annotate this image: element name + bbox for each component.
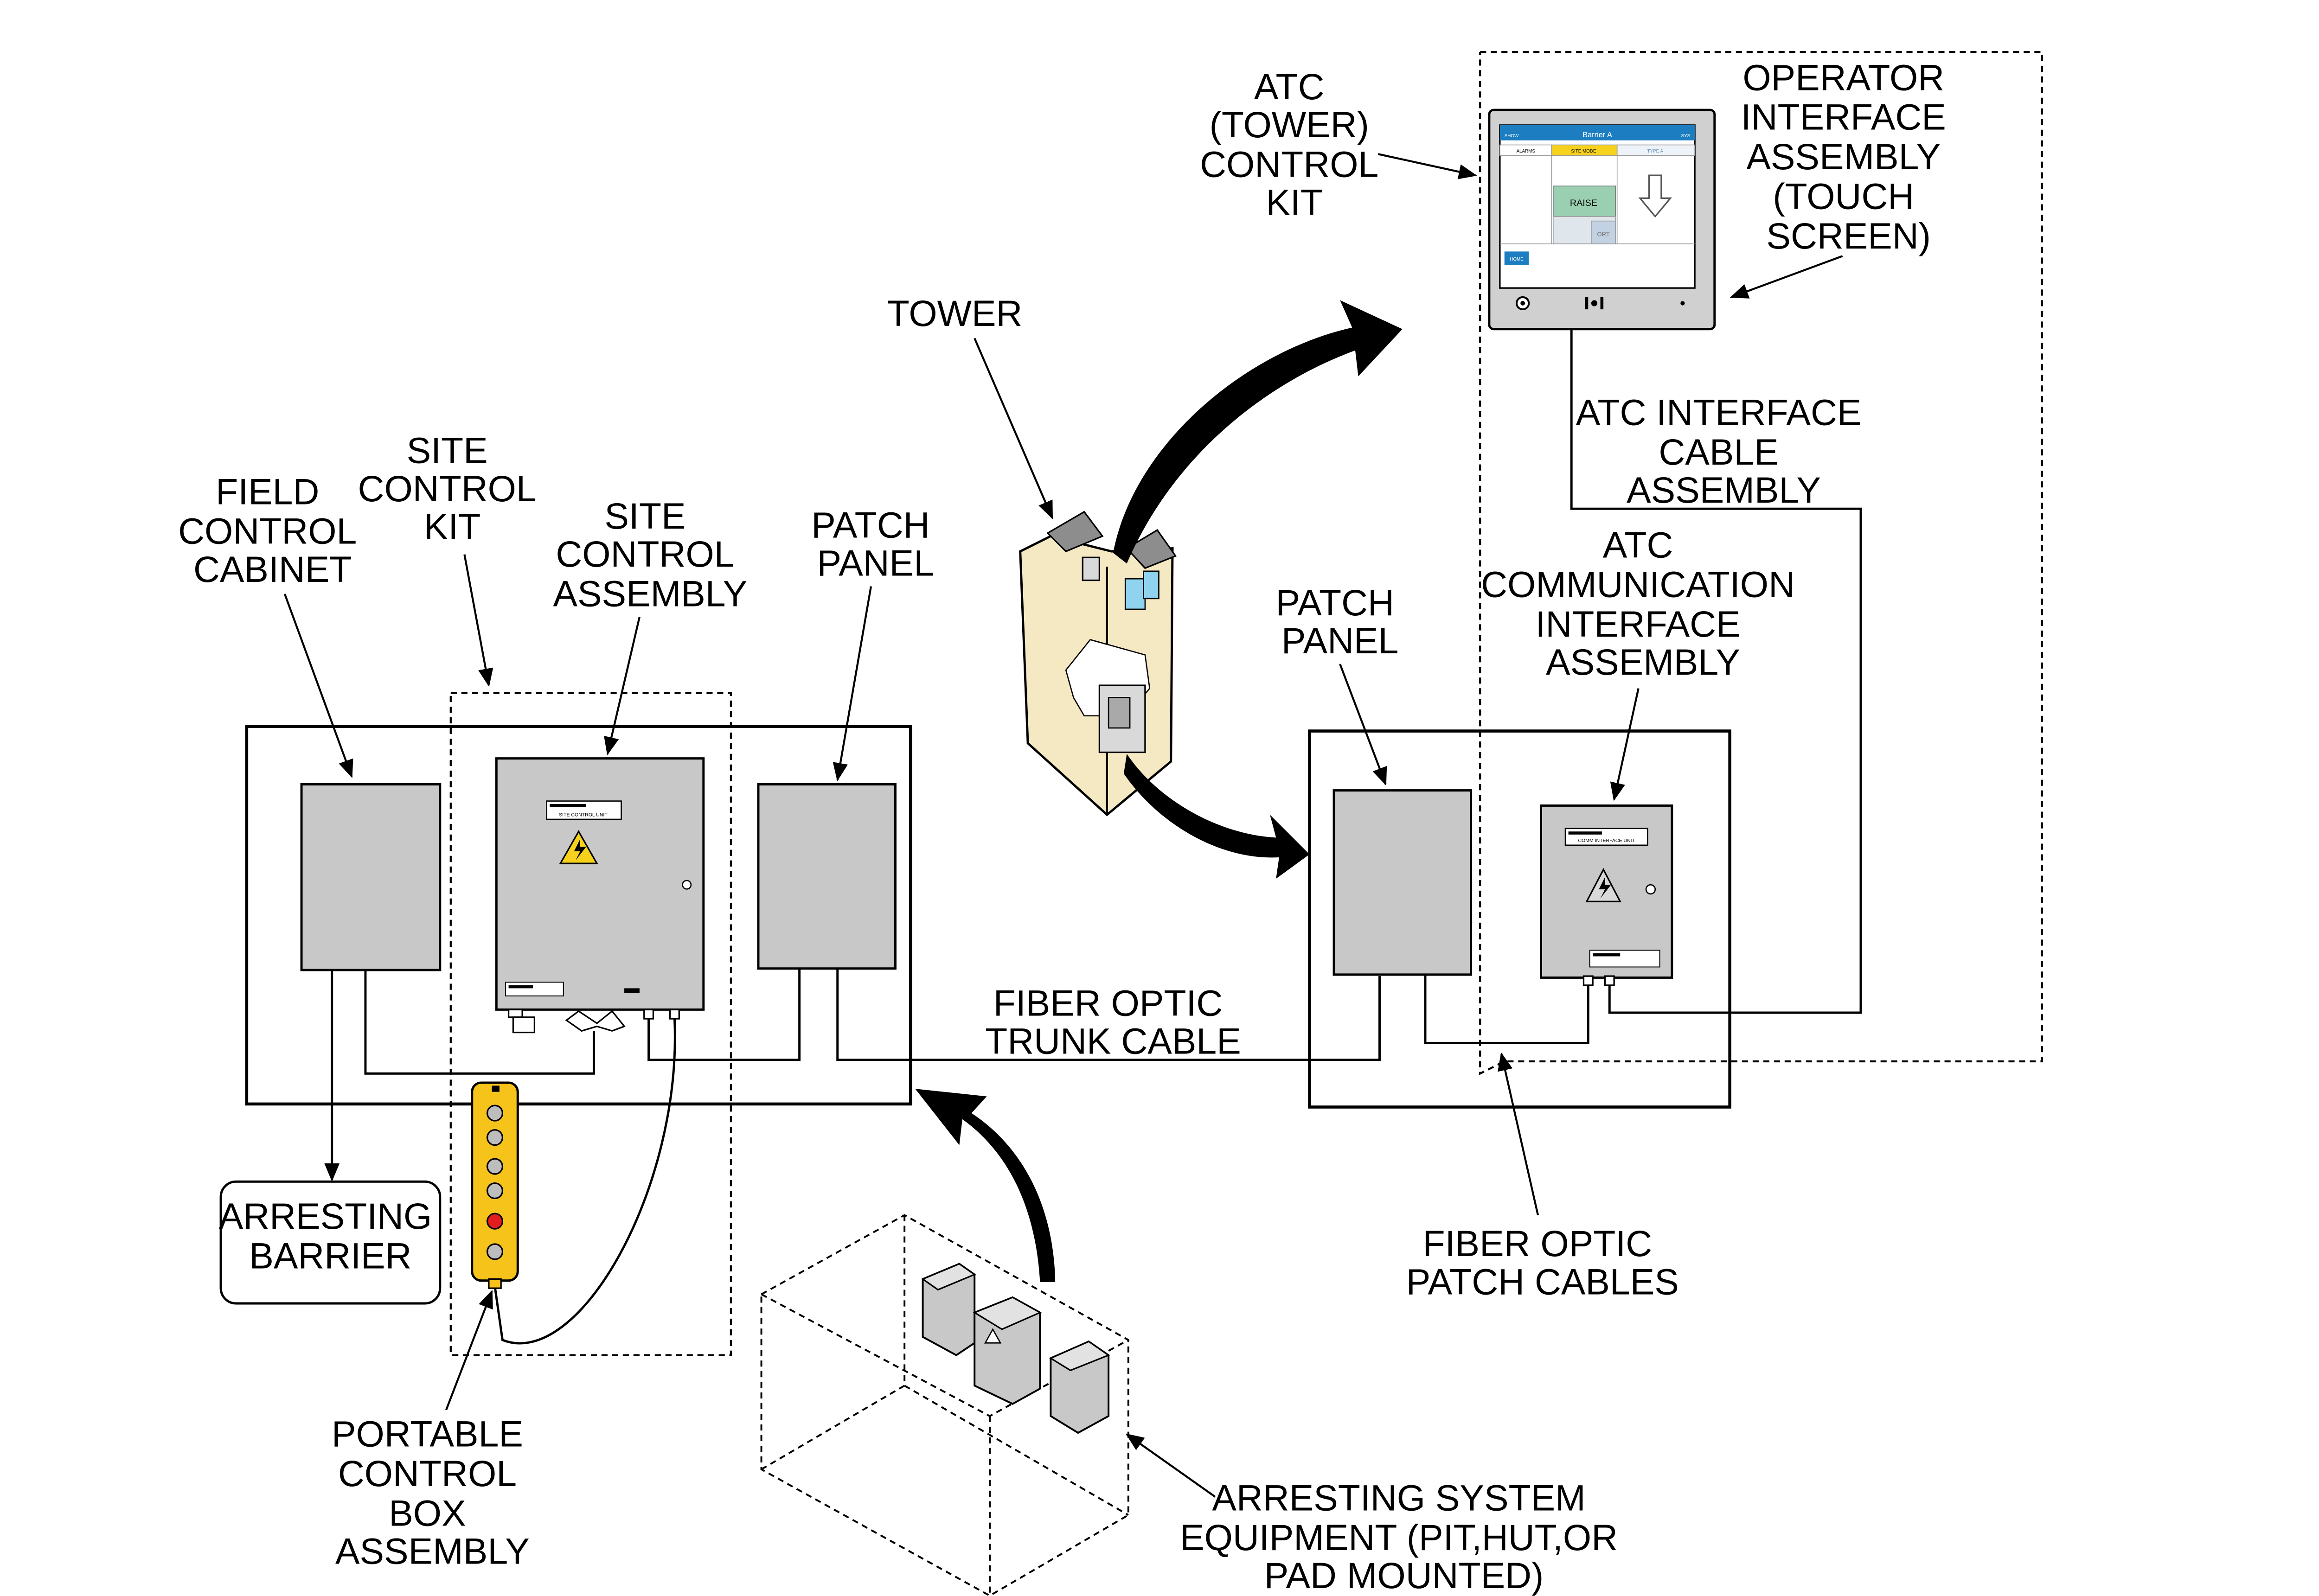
label-portable-control-box-assembly: PORTABLE CONTROL BOX ASSEMBLY xyxy=(332,1414,533,1572)
home-button xyxy=(1504,251,1529,265)
leader-patch-panel-right xyxy=(1339,664,1387,786)
label-operator-interface-assembly: OPERATOR INTERFACE ASSEMBLY (TOUCH SCREE… xyxy=(1741,57,1956,256)
pendant-cable xyxy=(493,1018,676,1345)
pit-to-site-arrow xyxy=(915,1089,1056,1283)
screen-header-right: SYS xyxy=(1681,134,1691,139)
label-fiber-optic-patch-cables: FIBER OPTIC PATCH CABLES xyxy=(1406,1223,1679,1302)
label-arresting-system-equipment: ARRESTING SYSTEM EQUIPMENT (PIT,HUT,OR P… xyxy=(1180,1478,1628,1596)
lightning-bolt-icon xyxy=(574,839,587,861)
tower-to-patch-panel-arrow xyxy=(1123,753,1310,879)
tower-enclosure xyxy=(1308,729,1731,1109)
arresting-barrier-box xyxy=(219,1180,442,1305)
patch-panel-left xyxy=(757,783,897,970)
svg-text:HOME: HOME xyxy=(1510,257,1524,262)
svg-text:ALARMS: ALARMS xyxy=(1516,149,1535,154)
site-wiring-2 xyxy=(647,968,801,1061)
site-control-assembly: SITE CONTROL UNIT xyxy=(495,757,705,1034)
comm-label-plate xyxy=(1589,950,1660,968)
leader-portable-control-box xyxy=(445,1290,493,1411)
fiber-optic-trunk-cable xyxy=(836,968,1381,1061)
leader-atc-control-kit xyxy=(1377,153,1477,179)
label-patch-panel-left: PATCH PANEL xyxy=(811,505,940,584)
label-patch-panel-right: PATCH PANEL xyxy=(1276,582,1404,661)
field-control-cabinet xyxy=(300,783,442,971)
down-arrow-icon xyxy=(1638,174,1672,218)
screen-header-left: SHOW xyxy=(1505,134,1519,139)
pendant-button-4 xyxy=(486,1182,504,1200)
pit-equipment xyxy=(921,1263,1110,1434)
comm-interface-nameplate xyxy=(1564,828,1648,846)
raise-button xyxy=(1552,185,1616,217)
label-site-control-assembly: SITE CONTROL ASSEMBLY xyxy=(553,496,747,614)
comm-lightning-icon xyxy=(1599,877,1611,899)
tower-screen-icon xyxy=(1082,556,1101,581)
site-enclosure xyxy=(245,725,912,1106)
stop-button-icon xyxy=(486,1213,504,1230)
label-arresting-barrier: ARRESTING BARRIER xyxy=(219,1196,442,1276)
sensor-icon xyxy=(1585,297,1604,310)
label-site-control-kit: SITE CONTROL KIT xyxy=(358,430,547,547)
leader-site-control-kit xyxy=(463,554,493,687)
ort-button xyxy=(1591,220,1616,244)
leader-site-control-assembly xyxy=(604,616,641,755)
label-tower: TOWER xyxy=(887,293,1023,334)
leader-fiber-optic-patch-cables xyxy=(1498,1052,1539,1216)
operator-interface-touchscreen: Barrier A SHOW SYS ALARMS SITE MODE TYPE… xyxy=(1488,109,1716,331)
label-fiber-optic-trunk-cable: FIBER OPTIC TRUNK CABLE xyxy=(985,983,1241,1061)
label-atc-interface-cable-assembly: ATC INTERFACE CABLE ASSEMBLY xyxy=(1576,392,1872,511)
leader-field-control-cabinet xyxy=(283,594,353,779)
indicator-led xyxy=(1680,301,1685,306)
pendant-button-1 xyxy=(486,1104,504,1122)
site-control-nameplate-text: SITE CONTROL UNIT xyxy=(559,812,608,817)
tower-to-screen-arrow xyxy=(1113,300,1403,564)
leader-patch-panel-left xyxy=(833,586,872,781)
screen-title-bar xyxy=(1499,125,1695,140)
label-atc-tower-control-kit: ATC (TOWER) CONTROL KIT xyxy=(1200,66,1389,223)
svg-text:ORT: ORT xyxy=(1597,231,1609,238)
pendant-button-3 xyxy=(486,1158,504,1175)
latch-icon xyxy=(682,880,692,890)
label-field-control-cabinet: FIELD CONTROL CABINET xyxy=(178,471,367,589)
leader-operator-interface xyxy=(1730,255,1843,299)
fiber-optic-patch-cable xyxy=(1424,974,1589,1045)
svg-text:SITE MODE: SITE MODE xyxy=(1571,149,1596,154)
tab-type xyxy=(1616,144,1695,156)
svg-text:RAISE: RAISE xyxy=(1570,198,1597,208)
site-control-label-plate xyxy=(505,982,564,996)
label-atc-communication-interface-assembly: ATC COMMUNICATION INTERFACE ASSEMBLY xyxy=(1481,524,1805,683)
patch-panel-right xyxy=(1332,789,1472,976)
control-tower xyxy=(1019,511,1177,817)
comm-latch-icon xyxy=(1645,884,1656,895)
comm-interface-nameplate-text: COMM INTERFACE UNIT xyxy=(1578,838,1635,843)
atc-communication-interface-assembly: COMM INTERFACE UNIT xyxy=(1540,804,1673,986)
svg-text:TYPE A: TYPE A xyxy=(1647,149,1664,154)
atc-control-kit-boundary xyxy=(1479,51,2043,1075)
pendant-button-2 xyxy=(486,1129,504,1146)
site-wiring-1 xyxy=(364,970,595,1075)
screen-title: Barrier A xyxy=(1582,131,1612,139)
leader-arresting-system-equipment xyxy=(1125,1433,1216,1498)
portable-control-box xyxy=(471,1081,519,1289)
site-control-kit-boundary xyxy=(449,692,732,1356)
pendant-button-5 xyxy=(486,1243,504,1260)
pit-warning-icon xyxy=(984,1328,1002,1344)
leader-atc-communication xyxy=(1610,688,1640,801)
cable-glands xyxy=(565,1010,626,1032)
atc-interface-cable xyxy=(1570,329,1862,1014)
leader-tower xyxy=(974,338,1053,519)
